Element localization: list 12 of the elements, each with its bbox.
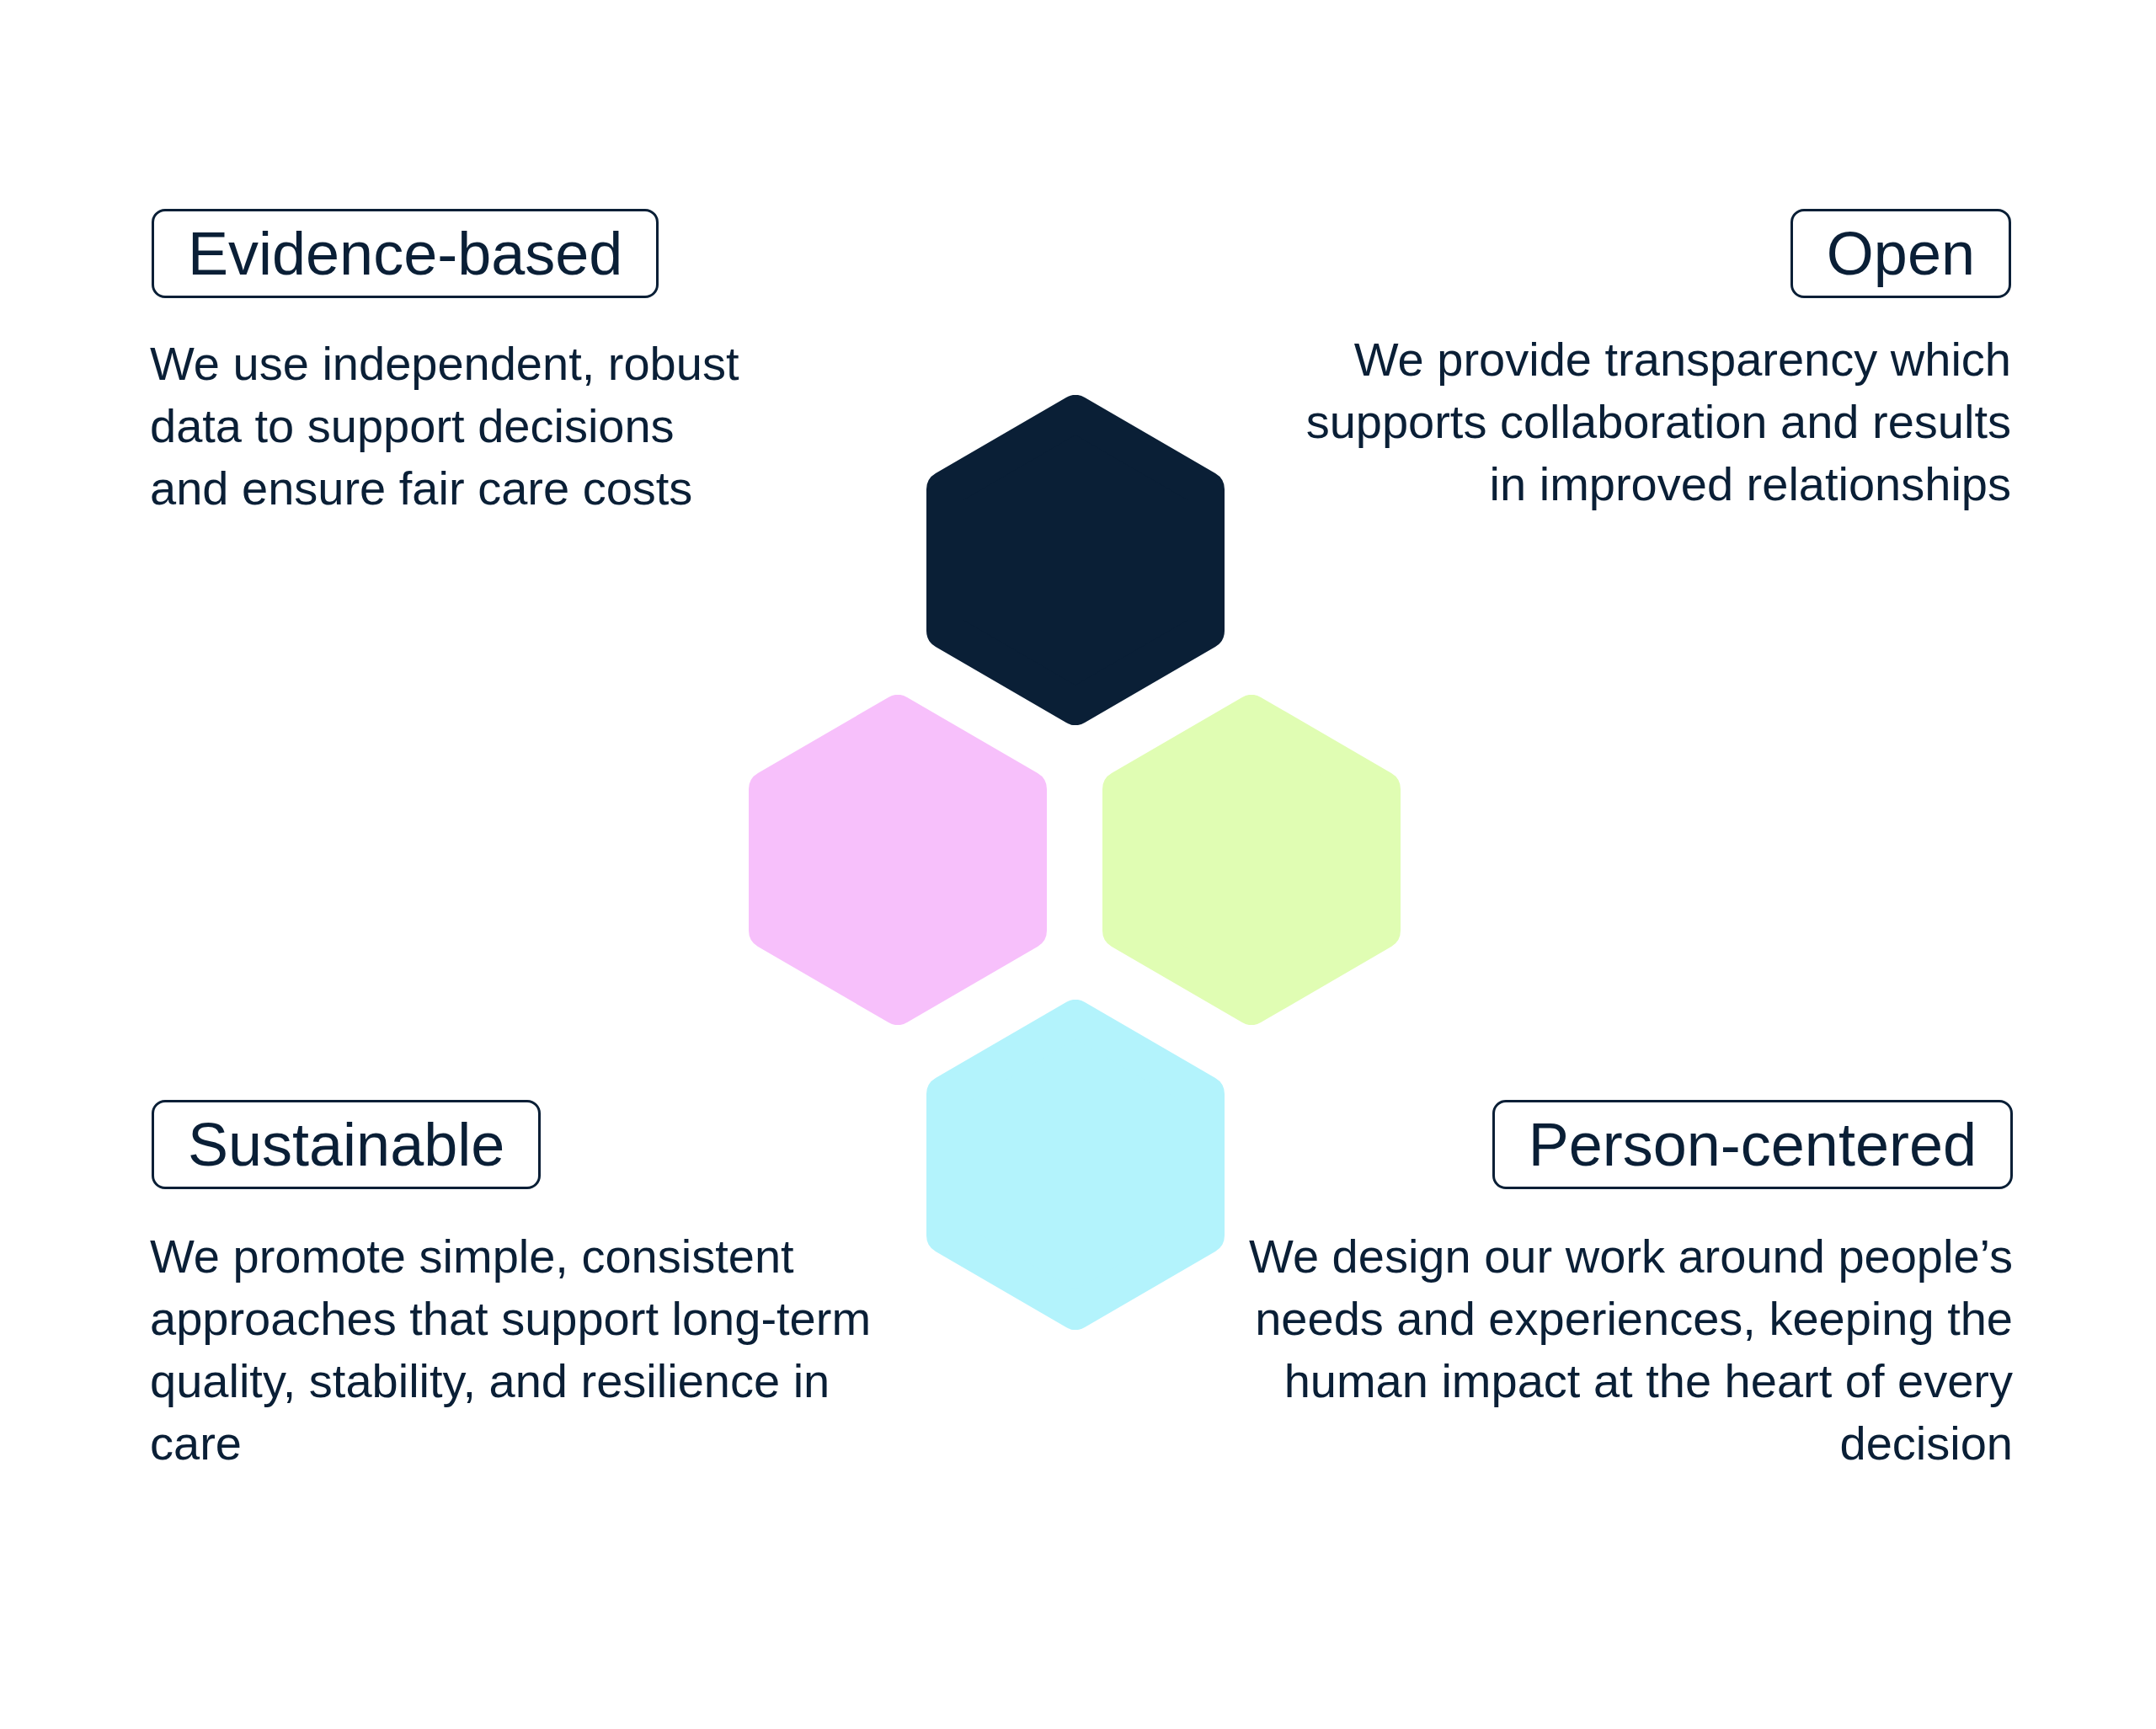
description-text: We provide transparency which supports collaboration and results in improved relationships [1305,332,2011,512]
hexagon [1102,695,1401,1025]
description-text: We promote simple, consistent approaches that support long-term quality, stability, and resilience in care [150,1229,873,1471]
heading-box: Sustainable [152,1100,542,1189]
heading-box: Evidence-based [152,209,659,298]
hexagon [926,1000,1225,1330]
hexagon [926,395,1225,725]
description-text: We use independent, robust data to support decisions and ensure fair care costs [150,336,739,516]
heading-box: Open [1790,209,2011,298]
hexagon [749,695,1047,1025]
description-text: We design our work around people’s needs and experiences, keeping the human impact at the heart of every decision [1248,1229,2013,1471]
heading-box: Person-centered [1492,1100,2013,1189]
